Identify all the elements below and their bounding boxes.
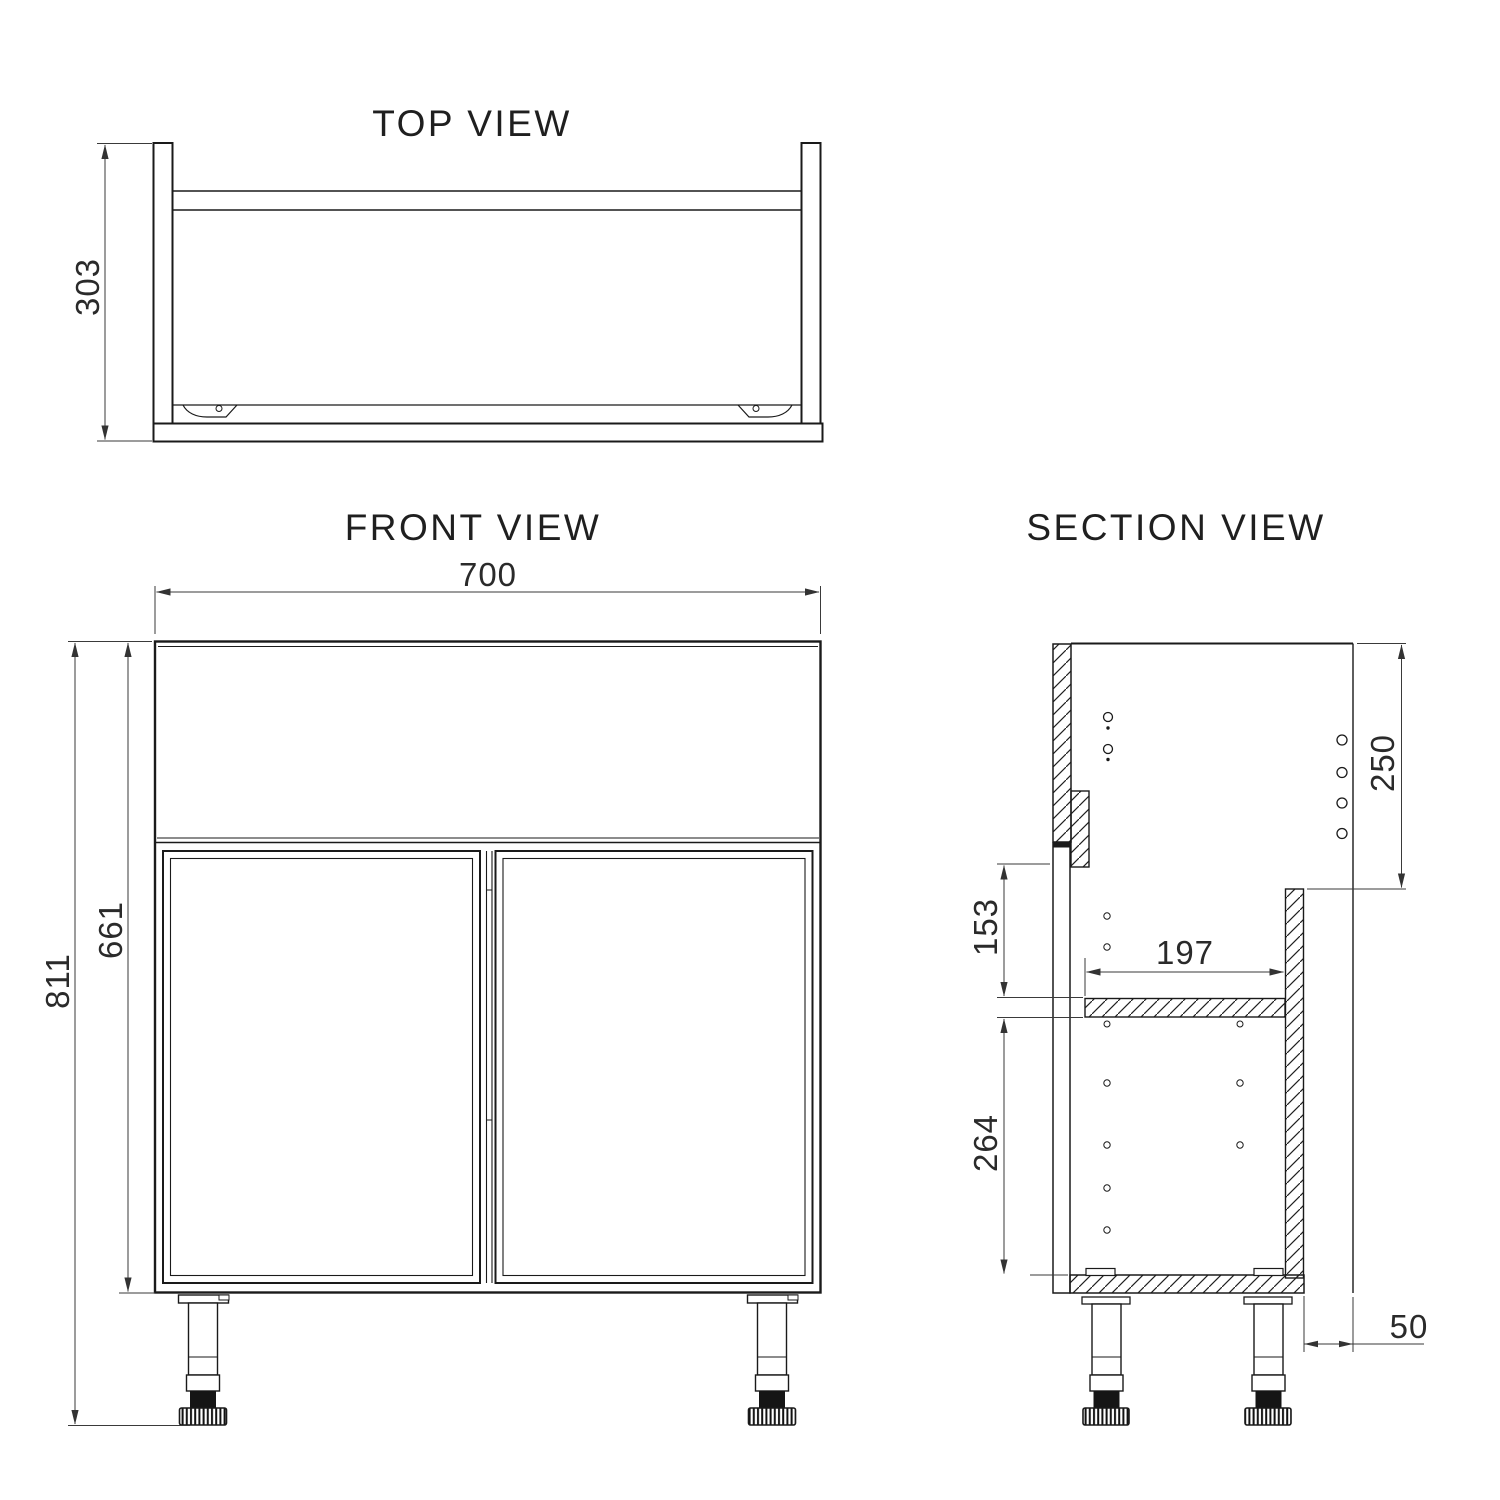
door-panel-section bbox=[1052, 842, 1071, 1294]
shelf-pin-hole bbox=[1103, 1141, 1111, 1149]
leg-collar bbox=[754, 1374, 790, 1392]
dimension-section-shelf-to-bottom: 264 bbox=[967, 997, 1083, 1276]
dimension-section-rail-to-shelf: 153 bbox=[967, 863, 1050, 997]
top-view: TOP VIEW 303 bbox=[69, 103, 824, 443]
leg-plate-tab-top bbox=[1085, 1267, 1116, 1277]
shelf-pin-hole bbox=[1103, 1079, 1111, 1087]
left-door bbox=[162, 850, 481, 1284]
leg-shaft bbox=[187, 1302, 219, 1376]
dimension-value-197: 197 bbox=[1156, 934, 1214, 971]
leg-shaft bbox=[1091, 1303, 1122, 1376]
dimension-value-264: 264 bbox=[967, 1114, 1004, 1172]
dimension-section-door-offset: 50 bbox=[1303, 1296, 1429, 1352]
drill-hole bbox=[1102, 711, 1114, 723]
hinge-plate-hole bbox=[1336, 827, 1348, 840]
leg-knurled-foot bbox=[1082, 1407, 1130, 1426]
leg-bracket-right bbox=[737, 404, 793, 418]
top-view-drawing bbox=[152, 142, 824, 443]
dimension-front-width: 700 bbox=[154, 556, 821, 634]
leg-mounting-plate bbox=[1081, 1296, 1131, 1305]
leg-shaft bbox=[756, 1302, 788, 1376]
shelf-section bbox=[1084, 997, 1286, 1018]
hinge-plate-hole bbox=[1336, 766, 1348, 779]
leg-plate-tab bbox=[218, 1294, 230, 1301]
drill-hole bbox=[1102, 743, 1114, 755]
leg-adjuster bbox=[190, 1391, 216, 1408]
arrow-left bbox=[1304, 1340, 1318, 1348]
front-view-drawing bbox=[68, 640, 822, 1426]
dimension-section-top-to-door: 250 bbox=[1307, 643, 1406, 890]
top-left-side-panel bbox=[152, 142, 174, 425]
front-view: FRONT VIEW 700 bbox=[39, 507, 822, 1426]
hinge-plate-hole bbox=[1336, 797, 1348, 809]
right-door bbox=[494, 850, 814, 1284]
leg-plate-tab-top bbox=[1253, 1267, 1284, 1277]
leg-mounting-plate bbox=[1243, 1296, 1293, 1305]
dimension-value-700: 700 bbox=[459, 556, 517, 593]
section-right-leg bbox=[1243, 1296, 1293, 1426]
section-view: SECTION VIEW bbox=[967, 507, 1429, 1426]
left-door-outline bbox=[162, 850, 481, 1284]
dimension-section-shelf-depth: 197 bbox=[1084, 934, 1284, 996]
left-door-inner-edge bbox=[169, 857, 474, 1277]
shelf-pin-hole bbox=[1236, 1079, 1244, 1087]
hinge-plate-hole bbox=[1336, 734, 1348, 746]
dimension-value-811: 811 bbox=[39, 953, 76, 1009]
shelf-pin-hole bbox=[1103, 1020, 1111, 1028]
dimension-value-661: 661 bbox=[92, 901, 129, 959]
leg-collar bbox=[185, 1374, 221, 1392]
front-right-leg bbox=[746, 1294, 799, 1426]
front-edge-strip bbox=[152, 422, 824, 443]
dimension-value-153: 153 bbox=[967, 898, 1004, 956]
top-view-title: TOP VIEW bbox=[372, 103, 572, 144]
shelf-pin-hole bbox=[1103, 1226, 1111, 1234]
bottom-panel-section bbox=[1069, 1274, 1305, 1294]
leg-adjuster bbox=[1255, 1391, 1282, 1408]
dimension-value-303: 303 bbox=[69, 258, 106, 316]
shelf-pin-hole bbox=[1103, 1184, 1111, 1192]
leg-knurled-foot bbox=[178, 1407, 228, 1426]
drill-dot bbox=[1106, 757, 1110, 762]
bracket-screw-hole bbox=[215, 405, 223, 412]
door-panel-top-cap bbox=[1053, 843, 1070, 848]
section-left-leg bbox=[1081, 1296, 1131, 1426]
section-view-title: SECTION VIEW bbox=[1026, 507, 1325, 548]
back-panel-section bbox=[1052, 643, 1072, 843]
leg-shaft bbox=[1253, 1303, 1284, 1376]
dimension-front-body-height: 661 bbox=[92, 642, 155, 1294]
shelf-pin-hole bbox=[1103, 912, 1111, 920]
drill-dot bbox=[1106, 726, 1110, 730]
shelf-pin-hole bbox=[1236, 1141, 1244, 1149]
top-right-side-panel bbox=[800, 142, 822, 425]
leg-plate-tab bbox=[787, 1294, 799, 1301]
hanging-rail-section bbox=[1070, 790, 1090, 868]
leg-knurled-foot bbox=[1244, 1407, 1292, 1426]
front-left-leg bbox=[177, 1294, 230, 1426]
side-panel-front-section bbox=[1284, 888, 1305, 1279]
leg-collar bbox=[1251, 1374, 1286, 1392]
leg-knurled-foot bbox=[747, 1407, 797, 1426]
right-door-inner-edge bbox=[502, 857, 806, 1277]
leg-adjuster bbox=[759, 1391, 785, 1408]
dimension-front-total-height: 811 bbox=[39, 641, 152, 1425]
leg-adjuster bbox=[1093, 1391, 1120, 1408]
shelf-pin-hole bbox=[1236, 1020, 1244, 1028]
bracket-screw-hole bbox=[752, 405, 760, 412]
dimension-value-250: 250 bbox=[1364, 734, 1401, 792]
section-view-drawing bbox=[1052, 642, 1354, 1426]
leg-bracket-left bbox=[182, 404, 238, 418]
shelf-pin-hole bbox=[1103, 943, 1111, 951]
right-door-outline bbox=[494, 850, 814, 1284]
front-view-title: FRONT VIEW bbox=[345, 507, 602, 548]
dimension-top-depth: 303 bbox=[69, 143, 152, 442]
leg-collar bbox=[1089, 1374, 1124, 1392]
arrow-right bbox=[1339, 1340, 1353, 1348]
dimension-value-50: 50 bbox=[1390, 1308, 1429, 1345]
